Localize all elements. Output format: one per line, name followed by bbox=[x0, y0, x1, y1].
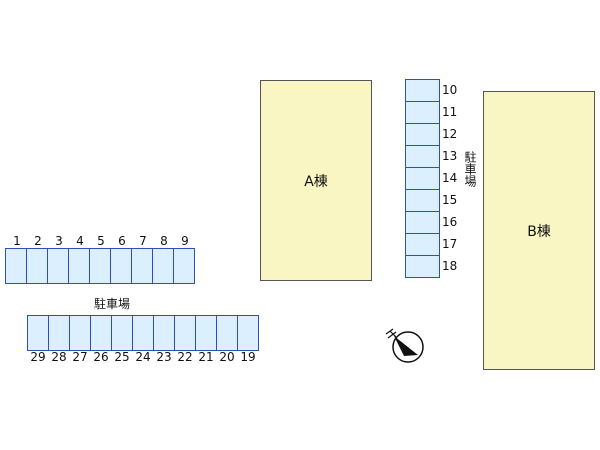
parking-slot-5 bbox=[89, 248, 111, 284]
parking-slot-2 bbox=[26, 248, 48, 284]
slot-number-27: 27 bbox=[72, 350, 88, 364]
slot-number-7: 7 bbox=[139, 234, 147, 248]
parking-slot-22 bbox=[174, 315, 196, 351]
slot-number-13: 13 bbox=[442, 149, 458, 163]
parking-slot-9 bbox=[173, 248, 195, 284]
parking-slot-11 bbox=[405, 101, 440, 124]
slot-number-4: 4 bbox=[76, 234, 84, 248]
parking-slot-6 bbox=[110, 248, 132, 284]
slot-number-16: 16 bbox=[442, 215, 458, 229]
slot-number-8: 8 bbox=[160, 234, 168, 248]
slot-number-20: 20 bbox=[219, 350, 235, 364]
parking-slot-28 bbox=[48, 315, 70, 351]
parking-slot-10 bbox=[405, 79, 440, 102]
slot-number-15: 15 bbox=[442, 193, 458, 207]
parking-slot-3 bbox=[47, 248, 69, 284]
parking-slot-23 bbox=[153, 315, 175, 351]
parking-slot-19 bbox=[237, 315, 259, 351]
slot-number-3: 3 bbox=[55, 234, 63, 248]
parking-slot-26 bbox=[90, 315, 112, 351]
slot-number-21: 21 bbox=[198, 350, 214, 364]
slot-number-11: 11 bbox=[442, 105, 458, 119]
parking-row-top bbox=[5, 248, 195, 284]
top-row-numbers: 1 2 3 4 5 6 7 8 9 bbox=[6, 234, 195, 248]
parking-slot-17 bbox=[405, 233, 440, 256]
slot-number-23: 23 bbox=[156, 350, 172, 364]
parking-slot-25 bbox=[111, 315, 133, 351]
slot-number-24: 24 bbox=[135, 350, 151, 364]
slot-number-19: 19 bbox=[240, 350, 256, 364]
parking-slot-24 bbox=[132, 315, 154, 351]
slot-number-28: 28 bbox=[51, 350, 67, 364]
slot-number-10: 10 bbox=[442, 83, 458, 97]
parking-slot-8 bbox=[152, 248, 174, 284]
slot-number-2: 2 bbox=[34, 234, 42, 248]
parking-slot-20 bbox=[216, 315, 238, 351]
parking-slot-16 bbox=[405, 211, 440, 234]
slot-number-6: 6 bbox=[118, 234, 126, 248]
building-a: A棟 bbox=[260, 80, 372, 281]
parking-slot-1 bbox=[5, 248, 27, 284]
slot-number-25: 25 bbox=[114, 350, 130, 364]
slot-number-18: 18 bbox=[442, 259, 458, 273]
slot-number-1: 1 bbox=[13, 234, 21, 248]
building-b-label: B棟 bbox=[527, 223, 551, 240]
parking-slot-21 bbox=[195, 315, 217, 351]
parking-slot-12 bbox=[405, 123, 440, 146]
parking-right-label: 駐車場 bbox=[463, 151, 477, 187]
slot-number-9: 9 bbox=[181, 234, 189, 248]
building-b: B棟 bbox=[483, 91, 595, 370]
slot-number-26: 26 bbox=[93, 350, 109, 364]
slot-number-14: 14 bbox=[442, 171, 458, 185]
parking-slot-29 bbox=[27, 315, 49, 351]
slot-number-22: 22 bbox=[177, 350, 193, 364]
parking-label: 駐車場 bbox=[94, 297, 131, 311]
north-compass-icon bbox=[385, 328, 424, 363]
parking-slot-18 bbox=[405, 255, 440, 278]
parking-column-right bbox=[405, 79, 440, 278]
parking-slot-13 bbox=[405, 145, 440, 168]
parking-slot-4 bbox=[68, 248, 90, 284]
bottom-row-numbers: 29 28 27 26 25 24 23 22 21 20 19 bbox=[27, 350, 258, 364]
right-column-numbers: 10 11 12 13 14 15 16 17 18 bbox=[442, 79, 457, 277]
parking-slot-27 bbox=[69, 315, 91, 351]
slot-number-17: 17 bbox=[442, 237, 458, 251]
slot-number-12: 12 bbox=[442, 127, 458, 141]
parking-row-bottom bbox=[27, 315, 259, 351]
building-a-label: A棟 bbox=[304, 173, 328, 190]
slot-number-29: 29 bbox=[30, 350, 46, 364]
parking-slot-14 bbox=[405, 167, 440, 190]
parking-slot-15 bbox=[405, 189, 440, 212]
parking-slot-7 bbox=[131, 248, 153, 284]
slot-number-5: 5 bbox=[97, 234, 105, 248]
